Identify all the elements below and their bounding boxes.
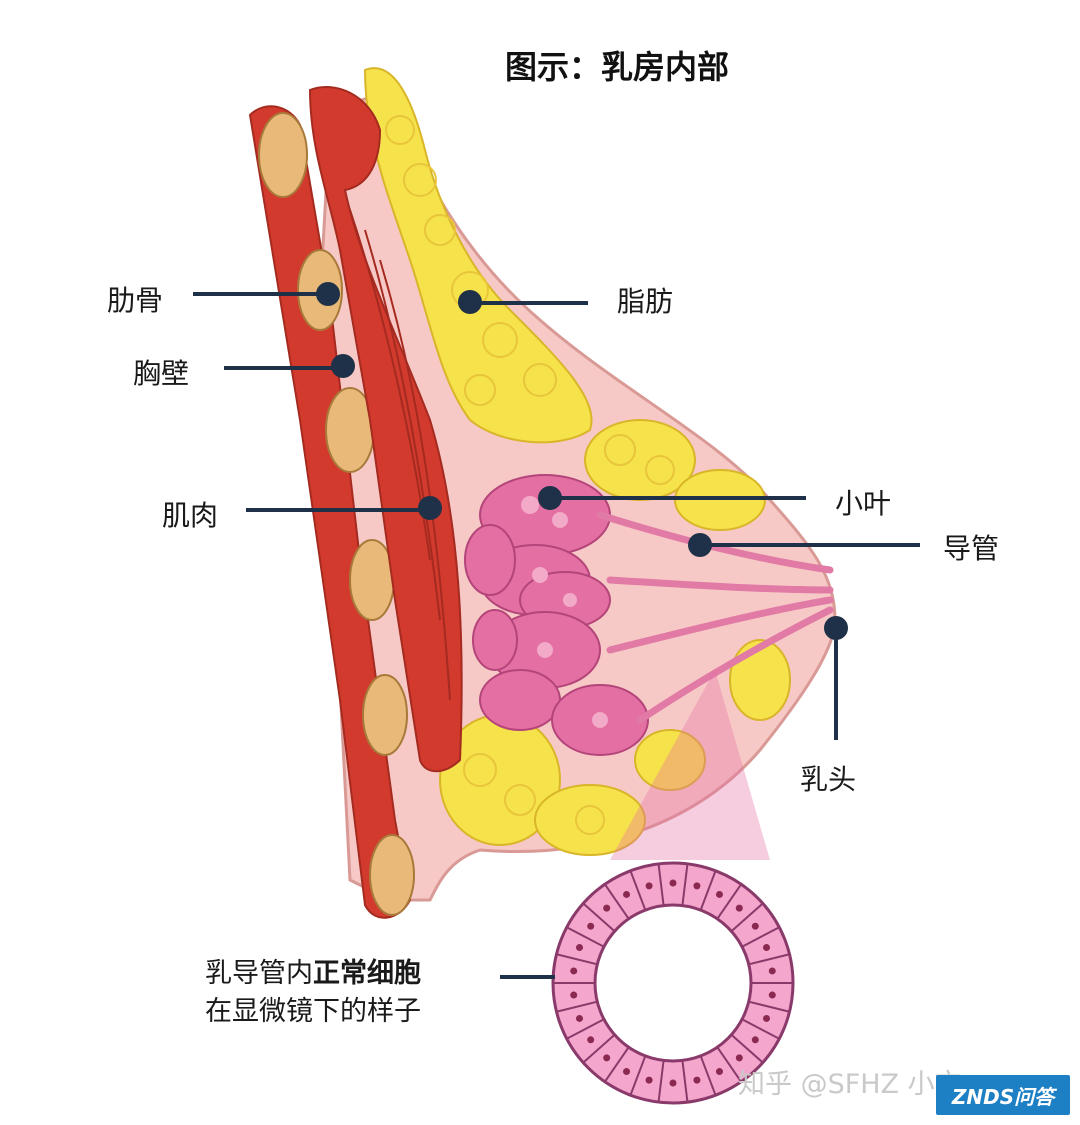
- cell-nucleus: [575, 1014, 583, 1022]
- duct-dot: [688, 533, 712, 557]
- label-duct: 导管: [943, 532, 1000, 565]
- fat-dot: [458, 290, 482, 314]
- cell-wall: [629, 1055, 647, 1096]
- rib-dot: [316, 282, 340, 306]
- cell-wall: [681, 1060, 689, 1103]
- cell-nucleus: [645, 1076, 653, 1084]
- cell-nucleus: [735, 1054, 743, 1062]
- epithelial-cells: [553, 863, 793, 1103]
- cell-wall: [748, 1000, 790, 1013]
- cell-nucleus: [623, 1068, 631, 1076]
- cell-wall: [604, 883, 630, 920]
- cell-nucleus: [768, 967, 776, 975]
- cell-nucleus: [735, 904, 743, 912]
- cell-wall: [604, 1046, 630, 1083]
- duct-cell-ring: [551, 861, 795, 1105]
- cell-wall: [582, 902, 616, 933]
- caption-line2: 在显微镜下的样子: [205, 996, 421, 1027]
- leader-dots: [316, 282, 848, 640]
- cell-nucleus: [715, 890, 723, 898]
- chest-wall-dot: [331, 354, 355, 378]
- cell-nucleus: [623, 890, 631, 898]
- cell-wall: [681, 863, 689, 906]
- microscope-caption: 乳导管内正常细胞 在显微镜下的样子: [205, 955, 421, 1031]
- cell-nucleus: [587, 922, 595, 930]
- cell-nucleus: [603, 904, 611, 912]
- label-lobule: 小叶: [835, 487, 892, 520]
- pectoral-muscle: [308, 85, 463, 773]
- cell-nucleus: [669, 879, 677, 887]
- diagram-title: 图示：乳房内部: [505, 48, 730, 86]
- lobule-dot: [538, 486, 562, 510]
- leader-lines: [193, 292, 920, 979]
- cell-nucleus: [570, 991, 578, 999]
- cell-wall: [730, 1033, 764, 1064]
- cell-wall: [566, 1018, 605, 1040]
- caption-bold: 正常细胞: [313, 958, 421, 989]
- cell-wall: [629, 870, 647, 911]
- cell-nucleus: [768, 991, 776, 999]
- cell-wall: [657, 863, 665, 906]
- cell-nucleus: [693, 1076, 701, 1084]
- cell-nucleus: [669, 1079, 677, 1087]
- label-nipple: 乳头: [800, 763, 857, 796]
- rib-bones: [258, 112, 415, 916]
- cell-wall: [730, 902, 764, 933]
- cell-nucleus: [693, 882, 701, 890]
- cell-wall: [741, 926, 780, 948]
- cell-nucleus: [751, 922, 759, 930]
- caption-prefix: 乳导管内: [205, 958, 313, 989]
- cell-wall: [748, 953, 790, 966]
- milk-ducts: [596, 511, 834, 724]
- lobule-texture: [521, 496, 608, 728]
- cell-wall: [582, 1033, 616, 1064]
- magnification-cone: [610, 670, 770, 860]
- cell-nucleus: [570, 967, 578, 975]
- cell-nucleus: [763, 1014, 771, 1022]
- cell-nucleus: [751, 1036, 759, 1044]
- cell-nucleus: [645, 882, 653, 890]
- cell-wall: [699, 1055, 717, 1096]
- znds-logo: ZNDS问答: [936, 1075, 1070, 1115]
- cell-nucleus: [715, 1068, 723, 1076]
- cell-nucleus: [603, 1054, 611, 1062]
- label-fat: 脂肪: [617, 285, 674, 318]
- muscle-dot: [418, 496, 442, 520]
- zhihu-watermark: 知乎 @SFHZ 小文: [738, 1069, 962, 1100]
- cell-wall: [716, 883, 742, 920]
- cell-wall: [699, 870, 717, 911]
- cell-nucleus: [587, 1036, 595, 1044]
- cell-nucleus: [763, 944, 771, 952]
- fat-cell-texture: [385, 115, 675, 835]
- nipple-dot: [824, 616, 848, 640]
- cell-wall: [566, 926, 605, 948]
- label-rib: 肋骨: [107, 284, 164, 317]
- label-chest-wall: 胸壁: [133, 357, 190, 390]
- cell-nucleus: [575, 944, 583, 952]
- cell-wall: [556, 953, 598, 966]
- cell-wall: [657, 1060, 665, 1103]
- label-muscle: 肌肉: [162, 499, 219, 532]
- cell-wall: [556, 1000, 598, 1013]
- cell-wall: [716, 1046, 742, 1083]
- cell-wall: [741, 1018, 780, 1040]
